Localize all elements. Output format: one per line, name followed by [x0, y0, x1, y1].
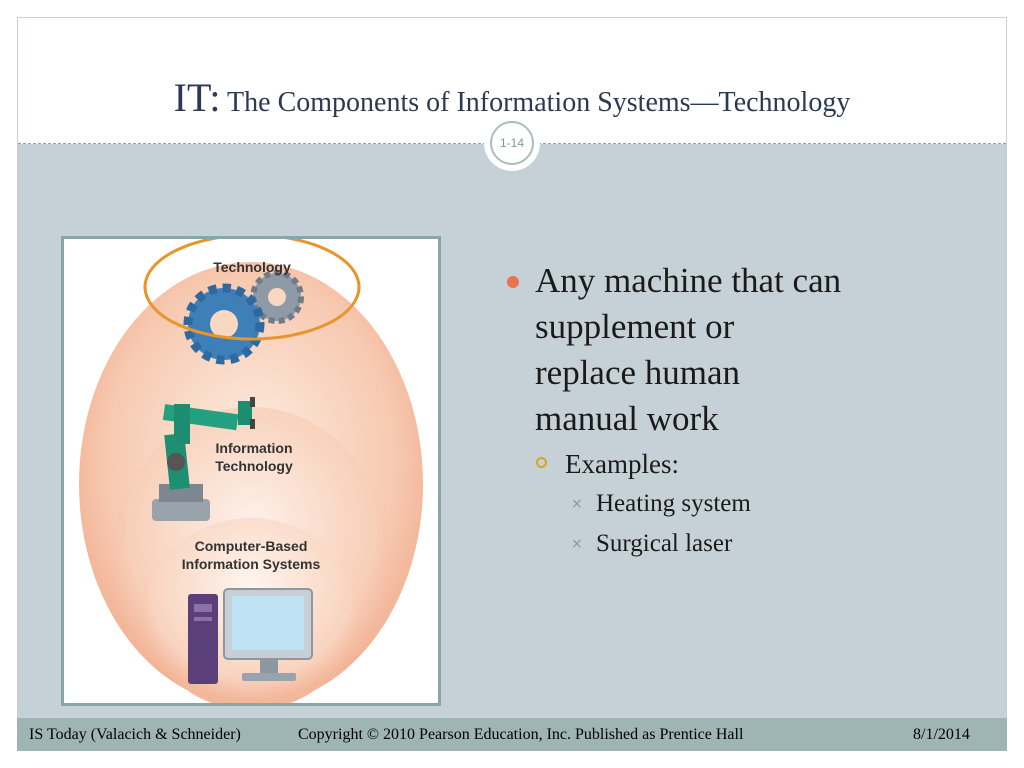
footer-date: 8/1/2014: [913, 726, 970, 743]
technology-highlight-ellipse: [143, 239, 361, 341]
components-figure: Technology Information Technology Comput…: [61, 236, 441, 706]
slide-title: IT: The Components of Information System…: [18, 74, 1006, 121]
bullet-main-line: replace human: [535, 353, 741, 392]
label-it-line2: Technology: [215, 458, 293, 474]
computer-icon: [188, 588, 313, 684]
bullet-star-icon: ⨯: [571, 496, 583, 512]
bullet-example-text: Heating system: [596, 490, 751, 517]
components-diagram: Technology Information Technology Comput…: [79, 239, 423, 703]
bullet-main-line: manual work: [535, 399, 719, 438]
bullet-main-line: Any machine that can: [535, 261, 842, 300]
bullet-main: Any machine that can supplement or repla…: [503, 258, 983, 442]
footer-bar: IS Today (Valacich & Schneider) Copyrigh…: [17, 718, 1007, 751]
slide-number: 1-14: [490, 121, 534, 165]
footer-center: Copyright © 2010 Pearson Education, Inc.…: [298, 726, 744, 743]
bullet-examples: Examples:: [503, 446, 983, 482]
label-technology: Technology: [213, 259, 291, 275]
label-cbis-line1: Computer-Based: [195, 538, 308, 554]
gears-icon: [183, 270, 304, 365]
label-it-line1: Information: [216, 440, 293, 456]
bullet-star-icon: ⨯: [571, 536, 583, 552]
slide-frame: IT: The Components of Information System…: [17, 17, 1007, 751]
label-cbis-line2: Information Systems: [182, 556, 321, 572]
bullet-dot-icon: [507, 276, 519, 288]
bullet-example-item: ⨯ Heating system: [503, 484, 983, 524]
bullet-example-item: ⨯ Surgical laser: [503, 524, 983, 564]
bullet-example-text: Surgical laser: [596, 530, 733, 557]
slide-title-rest: The Components of Information Systems—Te…: [220, 87, 851, 118]
bullet-ring-icon: [536, 457, 547, 468]
bullet-examples-text: Examples:: [565, 449, 679, 479]
bullet-main-line: supplement or: [535, 307, 735, 346]
robot-arm-icon: [152, 397, 255, 521]
content-area: Any machine that can supplement or repla…: [503, 258, 983, 564]
footer-left: IS Today (Valacich & Schneider): [29, 726, 241, 743]
slide-number-badge: 1-14: [484, 115, 540, 171]
slide-title-lead: IT:: [173, 75, 221, 120]
